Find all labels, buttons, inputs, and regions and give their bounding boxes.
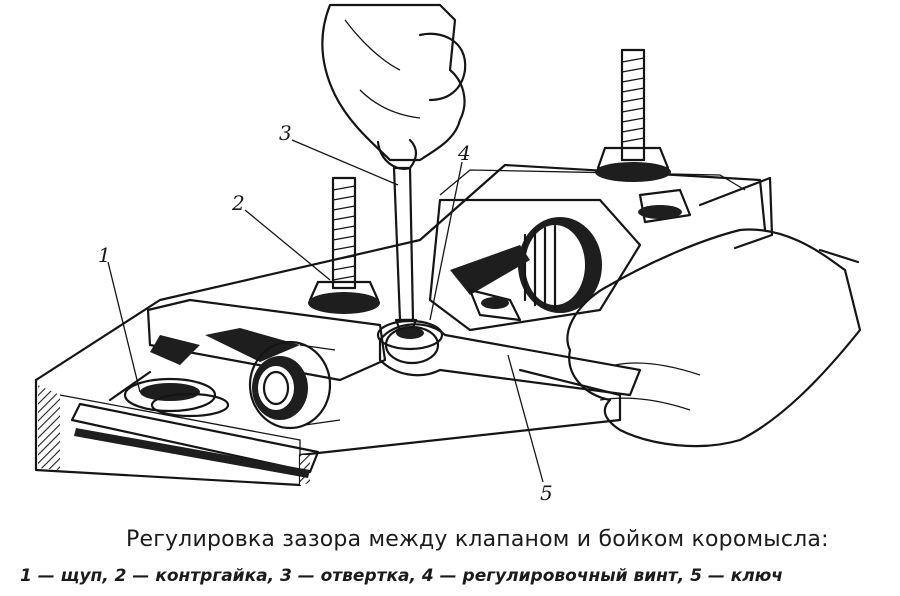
callout-5: 5 xyxy=(540,481,553,505)
hand-top xyxy=(321,3,467,170)
feeler-gauge xyxy=(70,370,320,478)
rocker-roller-left xyxy=(248,340,341,430)
screwdriver xyxy=(392,166,418,332)
figure-caption-legend: 1 — щуп, 2 — контргайка, 3 — отвертка, 4… xyxy=(20,566,783,586)
adjusting-screw xyxy=(376,319,444,351)
leader-1 xyxy=(107,261,141,393)
callout-1: 1 xyxy=(98,243,111,267)
figure-caption-title: Регулировка зазора между клапаном и бойк… xyxy=(126,527,829,552)
leader-4 xyxy=(429,161,463,321)
callout-labels: 1 2 3 4 5 xyxy=(98,121,553,505)
leader-5 xyxy=(507,354,544,483)
valve-spring-right xyxy=(428,198,642,332)
wrench xyxy=(378,288,642,397)
callout-2: 2 xyxy=(231,191,245,215)
callout-3: 3 xyxy=(279,121,292,145)
counter-nut-stud xyxy=(308,176,380,314)
cylinder-head-block xyxy=(34,163,774,487)
right-stud-nut xyxy=(595,48,692,224)
leader-2 xyxy=(244,209,331,281)
leader-3 xyxy=(291,139,399,186)
hand-right xyxy=(566,228,862,448)
callout-4: 4 xyxy=(457,141,471,165)
callout-leaders xyxy=(107,139,544,483)
rocker-arm-left xyxy=(146,298,387,382)
